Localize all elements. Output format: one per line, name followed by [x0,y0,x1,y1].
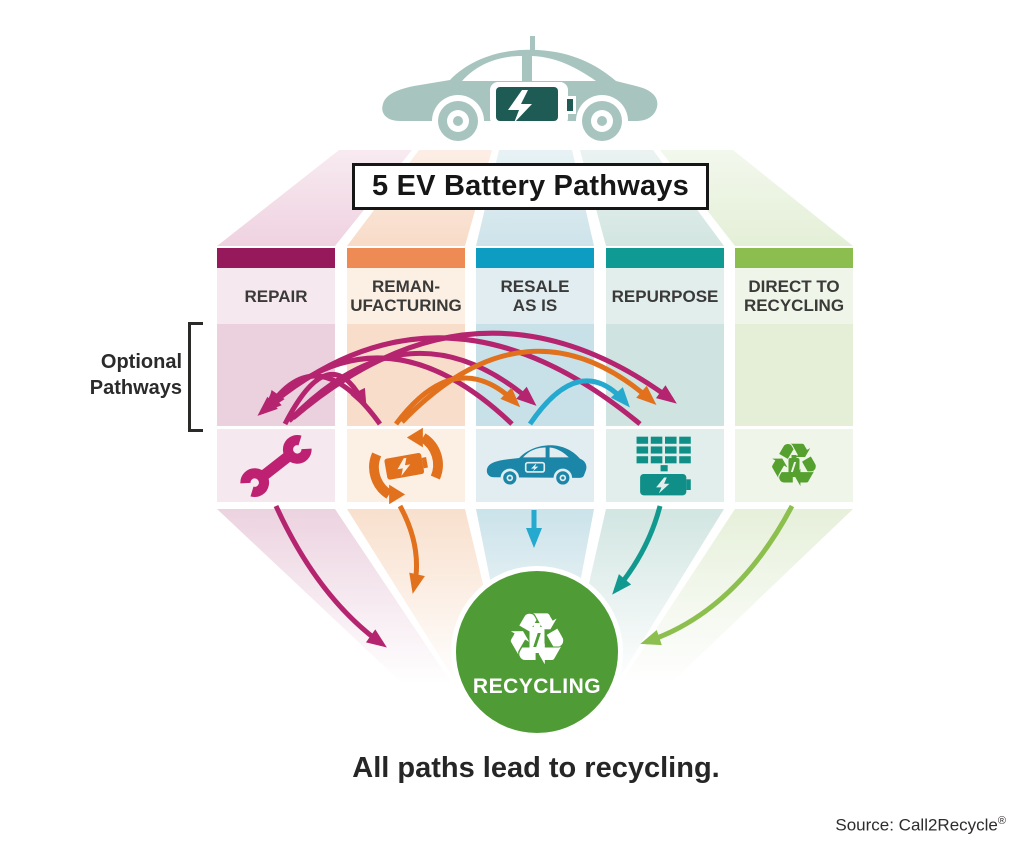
resale-optional-band [476,324,594,429]
recycle-battery-icon: ♻ [505,603,570,675]
lightning-bolt-icon [656,477,670,494]
recycling-node-label: RECYCLING [472,675,602,699]
wheel-icon [576,95,628,147]
lightning-bolt-icon [508,90,532,123]
battery-icon [788,454,800,477]
pathway-column-remanufacturing: REMAN- UFACTURING [347,248,465,504]
repair-label: REPAIR [217,268,335,324]
repurpose-optional-band [606,324,724,429]
lightning-bolt-icon [397,457,411,476]
pathway-column-resale: RESALE AS IS [476,248,594,502]
optional-pathways-label: Optional Pathways [89,351,182,399]
recycling-node: ♻ RECYCLING [451,566,623,738]
repurpose-label: REPURPOSE [606,268,724,324]
wheel-icon [432,95,484,147]
direct-to-recycling-color-bar [735,248,853,268]
resale-label: RESALE AS IS [476,268,594,324]
recycle-battery-icon: ♻ [762,434,826,498]
solar-panel-battery-icon [636,436,691,495]
pathway-column-direct-to-recycling: DIRECT TO RECYCLING ♻ [735,248,853,502]
remanufacturing-color-bar [347,248,465,268]
caption: All paths lead to recycling. [352,752,720,784]
ev-car-icon [486,444,587,487]
optional-pathways-bracket [188,322,203,432]
page-title: 5 EV Battery Pathways [352,163,709,210]
battery-icon [384,452,428,480]
pathway-column-repair: REPAIR [217,248,335,502]
ev-car-illustration [382,36,658,147]
pathway-column-repurpose: REPURPOSE [606,248,724,502]
battery-icon [524,461,546,473]
wrench-icon [240,434,312,497]
registered-mark: ® [997,815,1006,827]
source-credit: Source: Call2Recycle® [835,815,1006,835]
page-title-text: 5 EV Battery Pathways [372,170,689,202]
lightning-bolt-icon [531,463,539,471]
battery-icon [490,82,576,126]
direct-to-recycling-label: DIRECT TO RECYCLING [735,268,853,324]
battery-remanufacture-icon [369,427,443,504]
battery-icon [529,623,545,654]
repurpose-color-bar [606,248,724,268]
repair-color-bar [217,248,335,268]
repair-optional-band [217,324,335,429]
resale-color-bar [476,248,594,268]
direct-to-recycling-optional-band [735,324,853,429]
remanufacturing-label: REMAN- UFACTURING [347,268,465,324]
remanufacturing-optional-band [347,324,465,429]
